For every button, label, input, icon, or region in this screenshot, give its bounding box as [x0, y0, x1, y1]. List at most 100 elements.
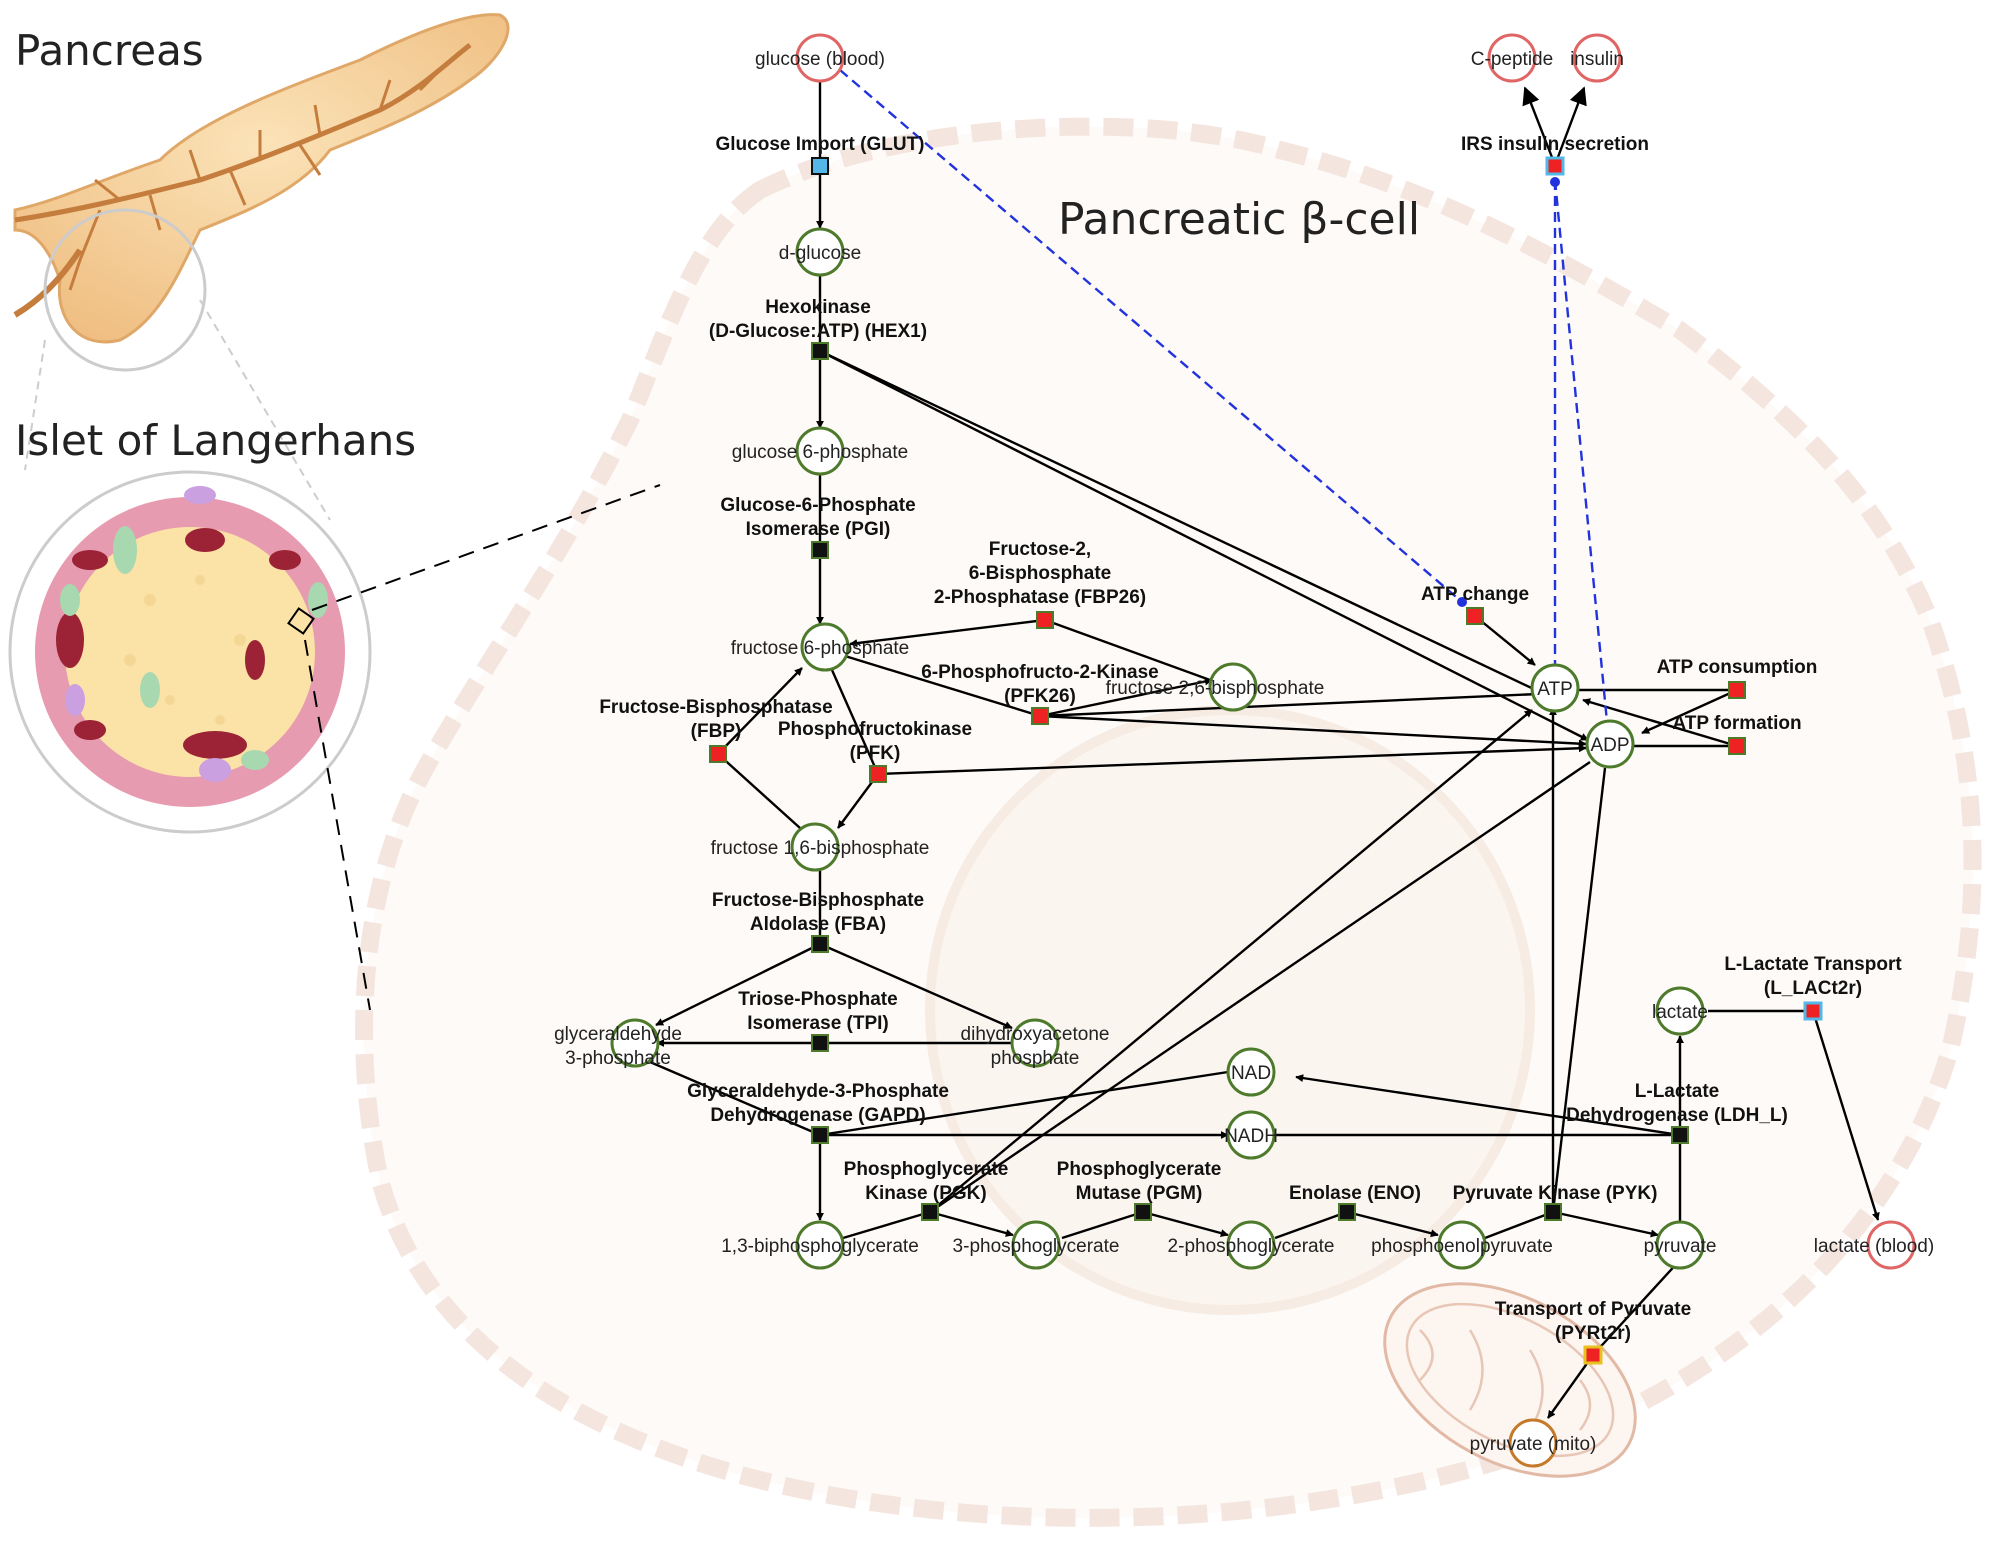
- node-c-peptide[interactable]: [1487, 33, 1537, 83]
- node-gap[interactable]: [610, 1018, 660, 1068]
- label-pgm-2: Mutase (PGM): [1076, 1183, 1203, 1204]
- label-c-peptide: C-peptide: [1471, 49, 1553, 70]
- rxn-pfk[interactable]: [869, 765, 887, 783]
- label-pgi-1: Glucose-6-Phosphate: [720, 495, 915, 516]
- rxn-pfk26[interactable]: [1031, 707, 1049, 725]
- label-pyrt2r-1: Transport of Pyruvate: [1495, 1299, 1691, 1320]
- rxn-pgm[interactable]: [1134, 1203, 1152, 1221]
- rxn-ldh-l[interactable]: [1671, 1126, 1689, 1144]
- node-lactate-blood[interactable]: [1866, 1220, 1916, 1270]
- rxn-l-lact2r[interactable]: [1803, 1001, 1823, 1021]
- label-pgk-2: Kinase (PGK): [865, 1183, 986, 1204]
- node-2pg[interactable]: [1226, 1220, 1276, 1270]
- label-pfk26-1: 6-Phosphofructo-2-Kinase: [921, 662, 1159, 683]
- label-fbp-2: (FBP): [691, 721, 742, 742]
- rxn-hex1[interactable]: [811, 342, 829, 360]
- reaction-nodes: [709, 156, 1823, 1365]
- label-lactate: lactate: [1652, 1002, 1708, 1023]
- rxn-atp-formation[interactable]: [1728, 737, 1746, 755]
- label-l-lact2r-2: (L_LACt2r): [1764, 978, 1862, 999]
- label-d-glucose: d-glucose: [779, 243, 861, 264]
- label-pgk-1: Phosphoglycerate: [844, 1159, 1009, 1180]
- label-hex1-2: (D-Glucose:ATP) (HEX1): [709, 321, 927, 342]
- label-g6p: glucose 6-phosphate: [732, 442, 908, 463]
- node-adp[interactable]: [1585, 719, 1635, 769]
- label-atp-consumption: ATP consumption: [1657, 657, 1818, 678]
- label-atp: ATP: [1537, 679, 1573, 700]
- node-nadh[interactable]: [1226, 1110, 1276, 1160]
- label-gap-2: 3-phosphate: [565, 1048, 671, 1069]
- node-pep[interactable]: [1437, 1220, 1487, 1270]
- rxn-irs[interactable]: [1545, 156, 1565, 176]
- rxn-atp-change[interactable]: [1466, 607, 1484, 625]
- rxn-fbp[interactable]: [709, 745, 727, 763]
- rxn-gapd[interactable]: [811, 1126, 829, 1144]
- node-insulin[interactable]: [1572, 33, 1622, 83]
- islet-illustration: [8, 470, 372, 834]
- label-dhap-1: dihydroxyacetone: [961, 1024, 1110, 1045]
- node-pyruvate-mito[interactable]: [1508, 1418, 1558, 1468]
- reaction-labels: Glucose Import (GLUT) IRS insulin secret…: [599, 134, 1902, 1344]
- label-f6p: fructose 6-phosphate: [731, 638, 910, 659]
- label-eno: Enolase (ENO): [1289, 1183, 1421, 1204]
- pancreas-illustration: [13, 13, 510, 372]
- label-3pg: 3-phosphoglycerate: [953, 1236, 1120, 1257]
- label-insulin: insulin: [1570, 49, 1624, 70]
- label-tpi-1: Triose-Phosphate: [738, 989, 897, 1010]
- label-pfk-2: (PFK): [850, 743, 901, 764]
- label-nadh: NADH: [1224, 1126, 1278, 1147]
- label-2pg: 2-phosphoglycerate: [1168, 1236, 1335, 1257]
- label-pyrt2r-2: (PYRt2r): [1555, 1323, 1631, 1344]
- label-f16bp: fructose 1,6-bisphosphate: [711, 838, 930, 859]
- label-glucose-blood: glucose (blood): [755, 49, 885, 70]
- label-irs: IRS insulin secretion: [1461, 134, 1649, 155]
- label-tpi-2: Isomerase (TPI): [747, 1013, 889, 1034]
- node-d-glucose[interactable]: [795, 227, 845, 277]
- rxn-atp-consumption[interactable]: [1728, 681, 1746, 699]
- rxn-tpi[interactable]: [811, 1034, 829, 1052]
- pancreas-title: Pancreas: [15, 26, 204, 75]
- label-adp: ADP: [1590, 735, 1629, 756]
- rxn-glut[interactable]: [811, 157, 829, 175]
- rxn-fbp26[interactable]: [1036, 611, 1054, 629]
- species-nodes: [610, 33, 1916, 1468]
- rxn-pgi[interactable]: [811, 541, 829, 559]
- node-f16bp[interactable]: [790, 822, 840, 872]
- label-fbp-1: Fructose-Bisphosphatase: [599, 697, 832, 718]
- node-f6p[interactable]: [800, 622, 850, 672]
- node-bpg[interactable]: [795, 1220, 845, 1270]
- node-3pg[interactable]: [1011, 1220, 1061, 1270]
- label-atp-change: ATP change: [1421, 584, 1529, 605]
- rxn-pyrt2r[interactable]: [1583, 1345, 1603, 1365]
- label-pep: phosphoenolpyruvate: [1371, 1236, 1553, 1257]
- node-dhap[interactable]: [1010, 1018, 1060, 1068]
- rxn-pgk[interactable]: [921, 1203, 939, 1221]
- label-ldh-l-1: L-Lactate: [1635, 1081, 1719, 1102]
- mitochondrion: [1383, 1282, 1637, 1478]
- label-bpg: 1,3-biphosphoglycerate: [721, 1236, 919, 1257]
- node-f26bp[interactable]: [1208, 662, 1258, 712]
- label-lactate-blood: lactate (blood): [1814, 1236, 1934, 1257]
- label-fba-2: Aldolase (FBA): [750, 914, 886, 935]
- zoom-line-left: [24, 339, 46, 471]
- label-gap-1: glyceraldehyde: [554, 1024, 682, 1045]
- label-dhap-2: phosphate: [991, 1048, 1080, 1069]
- islet-title: Islet of Langerhans: [15, 416, 416, 465]
- label-fba-1: Fructose-Bisphosphate: [712, 890, 924, 911]
- node-glucose-blood[interactable]: [795, 33, 845, 83]
- label-pgm-1: Phosphoglycerate: [1057, 1159, 1222, 1180]
- species-labels: glucose (blood) C-peptide insulin d-gluc…: [554, 49, 1934, 1455]
- node-g6p[interactable]: [795, 426, 845, 476]
- node-atp[interactable]: [1530, 663, 1580, 713]
- rxn-pyk[interactable]: [1544, 1203, 1562, 1221]
- node-lactate[interactable]: [1655, 986, 1705, 1036]
- rxn-eno[interactable]: [1338, 1203, 1356, 1221]
- node-pyruvate[interactable]: [1655, 1220, 1705, 1270]
- rxn-fba[interactable]: [811, 935, 829, 953]
- label-pyruvate-mito: pyruvate (mito): [1470, 1434, 1597, 1455]
- label-pyruvate: pyruvate: [1644, 1236, 1717, 1257]
- label-glut: Glucose Import (GLUT): [716, 134, 925, 155]
- label-atp-formation: ATP formation: [1672, 713, 1801, 734]
- node-nad[interactable]: [1226, 1047, 1276, 1097]
- label-pyk: Pyruvate Kinase (PYK): [1453, 1183, 1658, 1204]
